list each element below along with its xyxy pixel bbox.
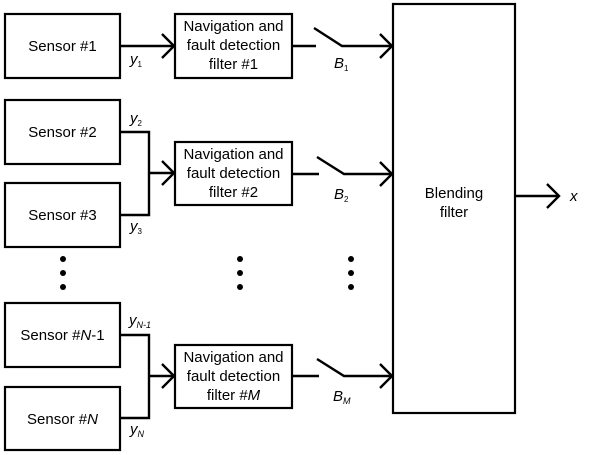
nav-filter-2-block: Navigation and fault detection filter #2 xyxy=(173,140,294,207)
nav-filter-1-block: Navigation and fault detection filter #1 xyxy=(173,12,294,80)
nav-filter-2-line3: filter #2 xyxy=(209,184,258,201)
sensor-1-box xyxy=(3,12,122,80)
blending-filter-line1: Blending xyxy=(425,185,483,202)
output-label-y1: y1 xyxy=(129,51,143,69)
output-label-yn: yN xyxy=(129,421,145,439)
nav-filter-m-line2: fault detection xyxy=(187,368,280,385)
sensor-2-block: Sensor #2 xyxy=(3,98,122,166)
nav-filter-2-line2: fault detection xyxy=(187,165,280,182)
sensor-n-minus-1-label: Sensor #N-1 xyxy=(20,327,104,344)
nav-filter-m-line3: filter #M xyxy=(207,387,261,404)
sensor-1-block: Sensor #1 xyxy=(3,12,122,80)
sensor-2-label: Sensor #2 xyxy=(28,124,96,141)
switch-icon xyxy=(316,357,392,378)
switch-label-b2: B2 xyxy=(334,186,349,204)
output-label-x: x xyxy=(569,188,578,205)
blending-filter-box xyxy=(391,2,517,415)
nav-filter-1-line1: Navigation and xyxy=(183,18,283,35)
nav-filter-2-box xyxy=(173,140,294,207)
nav-filter-2-line1: Navigation and xyxy=(183,146,283,163)
arrowhead-icon xyxy=(546,183,561,209)
nav-filter-1-box xyxy=(173,12,294,80)
nav-filter-1-line3: filter #1 xyxy=(209,56,258,73)
sensors-n-merge-wire: yN-1 yN xyxy=(120,312,176,439)
nav-filter-m-line1: Navigation and xyxy=(183,349,283,366)
switch-ellipsis-icon xyxy=(348,256,354,290)
blending-filter-block: Blending filter xyxy=(391,2,517,415)
filter-ellipsis-icon xyxy=(237,256,243,290)
sensor-3-block: Sensor #3 xyxy=(3,181,122,249)
nav-filter-1-line2: fault detection xyxy=(187,37,280,54)
sensor-1-output-wire: y1 xyxy=(120,33,176,69)
sensor-2-box xyxy=(3,98,122,166)
output-label-yn-minus-1: yN-1 xyxy=(128,312,151,330)
sensor-ellipsis-icon xyxy=(60,256,66,290)
sensors-2-3-merge-wire: y2 y3 xyxy=(120,110,176,236)
sensor-1-label: Sensor #1 xyxy=(28,38,96,55)
switch-b2: B2 xyxy=(292,155,394,204)
switch-bm: BM xyxy=(292,357,394,406)
nav-filter-m-block: Navigation and fault detection filter #M xyxy=(173,343,294,410)
switch-b1: B1 xyxy=(292,26,394,73)
blending-filter-line2: filter xyxy=(440,204,468,221)
nav-filter-m-box xyxy=(173,343,294,410)
switch-icon xyxy=(313,26,392,48)
output-wire: x xyxy=(515,183,578,209)
switch-icon xyxy=(316,155,392,176)
sensor-3-box xyxy=(3,181,122,249)
sensor-n-minus-1-block: Sensor #N-1 xyxy=(3,301,122,369)
sensor-3-label: Sensor #3 xyxy=(28,207,96,224)
output-label-y3: y3 xyxy=(129,218,143,236)
sensor-n-block: Sensor #N xyxy=(3,385,122,452)
switch-label-bm: BM xyxy=(333,388,351,406)
switch-label-b1: B1 xyxy=(334,55,349,73)
sensor-n-label: Sensor #N xyxy=(27,411,98,428)
sensor-n-box xyxy=(3,385,122,452)
output-label-y2: y2 xyxy=(129,110,143,128)
